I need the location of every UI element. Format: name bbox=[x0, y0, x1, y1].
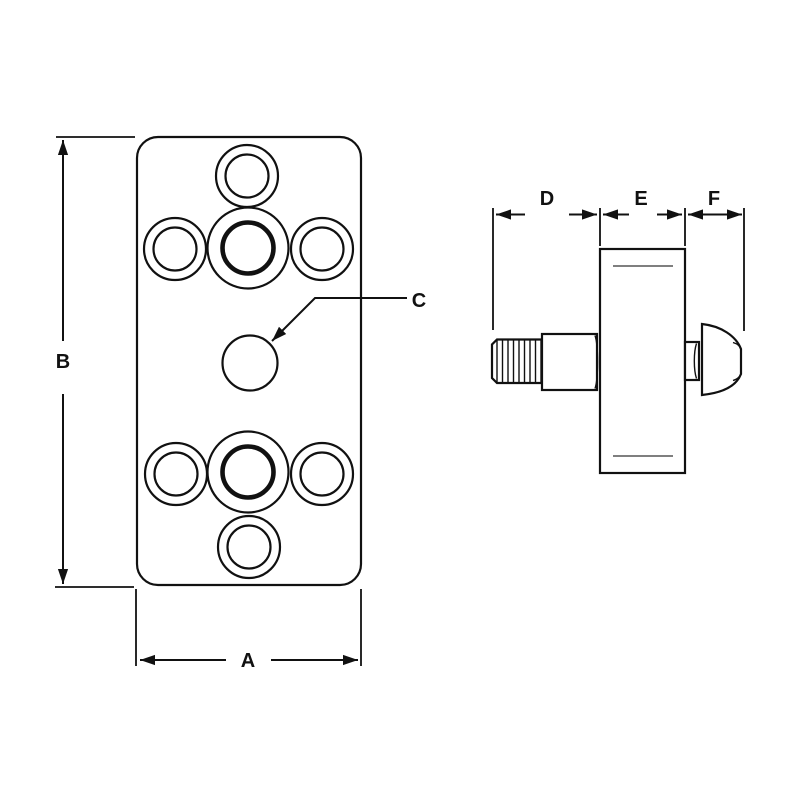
top-bore-cluster bbox=[142, 143, 355, 290]
bottom-hub-counterbore bbox=[206, 430, 290, 514]
top-hub-thread-hole bbox=[220, 220, 276, 276]
dimension-d: D bbox=[492, 188, 601, 330]
threaded-stud bbox=[490, 338, 544, 385]
bottom-hub-thread-hole bbox=[220, 444, 276, 500]
front-view bbox=[135, 135, 363, 587]
dimension-b: B bbox=[55, 136, 135, 588]
dimension-f: F bbox=[688, 188, 745, 331]
dim-a-label: A bbox=[241, 650, 255, 672]
bumper-neck bbox=[683, 340, 701, 382]
side-view bbox=[490, 247, 743, 475]
callout-c: C bbox=[271, 290, 426, 342]
dome-bumper-outline bbox=[700, 322, 743, 397]
dimension-e: E bbox=[603, 188, 686, 246]
stud-shoulder bbox=[540, 332, 599, 392]
dim-f-label: F bbox=[708, 188, 720, 210]
callout-c-leader bbox=[271, 297, 407, 342]
shoulder-fillet-edge bbox=[594, 335, 599, 389]
callout-c-label: C bbox=[412, 290, 426, 312]
top-cluster-upper-bore-inner bbox=[224, 153, 270, 199]
thread-outline bbox=[490, 338, 544, 385]
top-cluster-left-bore-inner bbox=[152, 226, 198, 272]
dome-tip-bottom-corner bbox=[732, 372, 742, 382]
top-hub-counterbore bbox=[206, 206, 290, 290]
dimension-a: A bbox=[135, 589, 362, 672]
top-cluster-right-bore-inner bbox=[299, 226, 345, 272]
bottom-cluster-lower-bore-inner bbox=[226, 524, 272, 570]
bottom-bore-cluster bbox=[143, 430, 355, 580]
dim-e-label: E bbox=[634, 188, 647, 210]
dome-tip-top-corner bbox=[732, 341, 742, 351]
bottom-cluster-right-bore-inner bbox=[299, 451, 345, 497]
dim-d-label: D bbox=[540, 188, 554, 210]
neck-base-edge bbox=[693, 343, 698, 379]
plate-side-outline bbox=[598, 247, 687, 475]
bottom-cluster-left-bore-inner bbox=[153, 451, 199, 497]
dim-b-label: B bbox=[56, 351, 70, 373]
center-hole bbox=[221, 334, 279, 392]
